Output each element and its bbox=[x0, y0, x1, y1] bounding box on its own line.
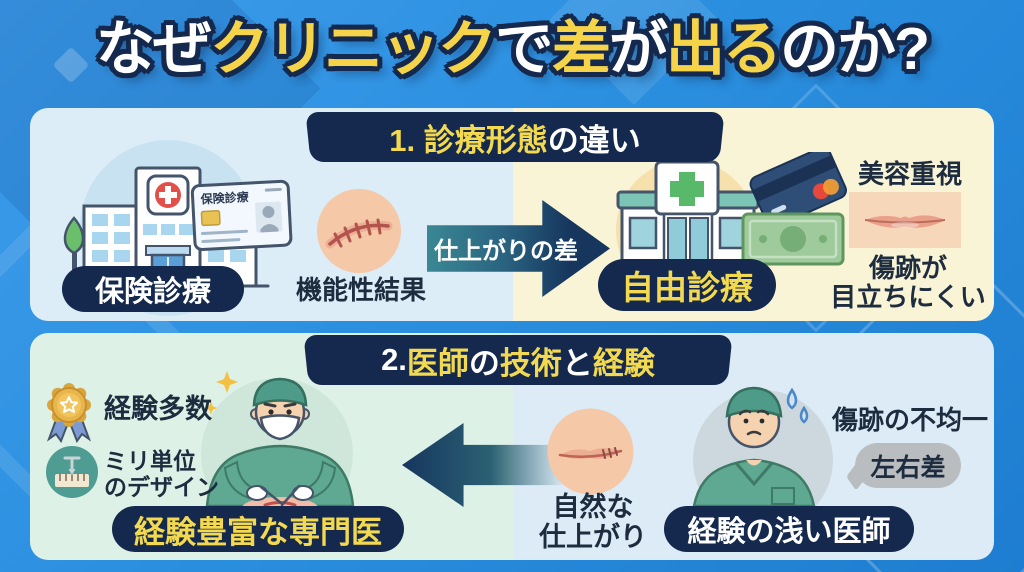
sweat-drop-icon bbox=[799, 405, 809, 424]
title-segment: で bbox=[494, 16, 554, 82]
credit-card-icon bbox=[749, 152, 847, 228]
millimeter-design-caption: ミリ単位 のデザイン bbox=[104, 448, 219, 501]
finish-difference-label: 仕上がりの差 bbox=[434, 238, 578, 265]
free-treatment-pill: 自由診療 bbox=[598, 259, 776, 311]
inexperienced-doctor-pill: 経験の浅い医師 bbox=[664, 506, 914, 552]
section2-heading: 2. 医師の技術と経験 bbox=[381, 342, 655, 381]
insurance-treatment-pill: 保険診療 bbox=[62, 266, 244, 312]
experienced-specialist-pill: 経験豊富な専門医 bbox=[112, 506, 404, 552]
uneven-scar-caption: 傷跡の不均一 bbox=[831, 405, 988, 435]
experienced-surgeon-illustration bbox=[201, 371, 355, 506]
title-segment: のか? bbox=[780, 16, 930, 82]
surgical-mask-icon bbox=[259, 414, 301, 441]
banknote-icon bbox=[741, 212, 845, 266]
title-segment: 差 bbox=[551, 16, 611, 82]
page-title: なぜクリニックで差が出るのか? bbox=[0, 16, 1024, 84]
star-icon bbox=[60, 396, 78, 413]
millimeter-ruler-icon bbox=[46, 446, 98, 498]
title-segment: なぜ bbox=[95, 16, 212, 82]
sparkle-icon bbox=[204, 401, 218, 415]
natural-scar-icon bbox=[547, 408, 634, 495]
sparkle-icon bbox=[216, 371, 238, 393]
insurance-card-icon: 保険診療 bbox=[190, 179, 293, 252]
section1-heading: 1. 診療形態の違い bbox=[389, 122, 641, 158]
much-experience-caption: 経験多数 bbox=[104, 394, 212, 424]
section1-heading-banner: 1. 診療形態の違い bbox=[305, 112, 725, 162]
left-right-difference-bubble: 左右差 bbox=[855, 443, 961, 488]
inexperienced-doctor-illustration bbox=[692, 386, 833, 506]
functional-result-caption: 機能性結果 bbox=[295, 275, 426, 305]
svg-text:保険診療: 保険診療 bbox=[199, 189, 249, 207]
scar-less-visible-caption: 傷跡が 目立ちにくい bbox=[830, 253, 986, 313]
title-segment: 出る bbox=[666, 16, 782, 82]
award-badge-icon bbox=[46, 383, 92, 443]
green-cross-icon bbox=[670, 172, 704, 206]
lips-icon bbox=[849, 192, 961, 248]
sweat-drop-icon bbox=[786, 387, 798, 410]
section2-heading-banner: 2. 医師の技術と経験 bbox=[303, 335, 733, 385]
title-segment: クリニック bbox=[209, 16, 497, 82]
title-segment: が bbox=[608, 16, 668, 82]
beauty-focus-caption: 美容重視 bbox=[857, 159, 962, 189]
stitched-scar-icon bbox=[317, 189, 401, 273]
natural-finish-caption: 自然な 仕上がり bbox=[539, 492, 647, 553]
